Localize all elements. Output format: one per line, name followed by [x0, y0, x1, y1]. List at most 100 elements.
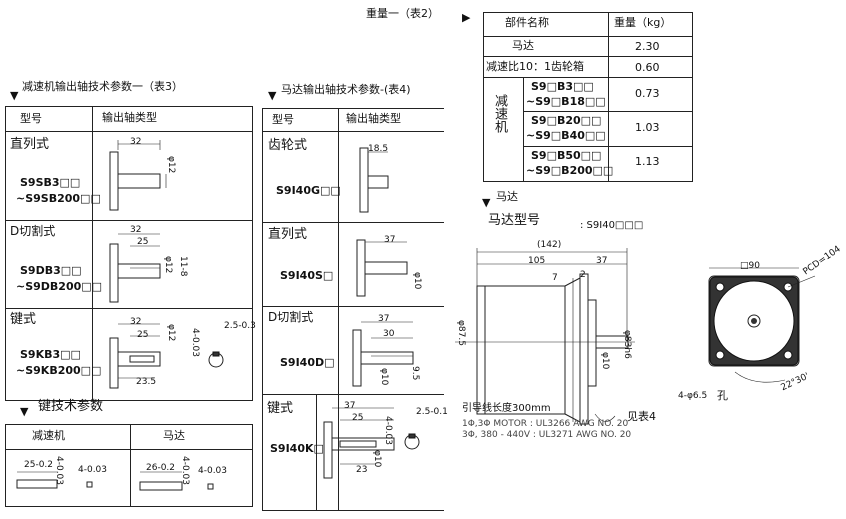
dim-dia-body: φ87.5 [456, 320, 466, 346]
reducer-key-length: 25-0.2 [24, 460, 54, 470]
motor-type-dcut: D切割式 [268, 310, 314, 324]
dim-7: 7 [552, 273, 558, 283]
dim-dia-shaft: φ10 [600, 352, 610, 370]
dim-37: 37 [384, 235, 396, 245]
dim-key-width: 4-0.03 [383, 416, 393, 446]
spec-line-1: 1Φ,3Φ MOTOR : UL3266 AWG NO. 20 [462, 419, 629, 429]
col-part-name: 部件名称 [505, 16, 549, 29]
dim-overall: (142) [537, 240, 562, 250]
reducer-row-2-model-b: ~S9□B40□□ [526, 129, 606, 142]
dim-37: 37 [378, 314, 390, 324]
dim-dia10: φ10 [412, 272, 422, 290]
reducer-row-3-model-b: ~S9□B200□□ [526, 164, 614, 177]
row-motor-label: 马达 [512, 39, 534, 52]
motor-type-key: 键式 [267, 401, 294, 416]
dim-key-depth: 2.5-0.3 [224, 321, 256, 331]
reducer-model-inline-b: ~S9SB200□□ [16, 192, 101, 205]
bullet-triangle-icon: ▼ [482, 196, 491, 209]
reducer-key-drawing [16, 471, 93, 489]
reducer-col-shaft: 输出轴类型 [102, 111, 157, 124]
reducer-key-height: 4-0.03 [54, 456, 64, 486]
lead-wire-length: 引导线长度300mm [462, 403, 551, 414]
motor-type-gear: 齿轮式 [268, 138, 308, 153]
reducer-model-dcut-a: S9DB3□□ [20, 264, 82, 277]
dim-shaft: 37 [596, 256, 608, 266]
dim-32: 32 [130, 317, 142, 327]
row-gearbox-value: 0.60 [635, 61, 660, 74]
motor-key-shaft-drawing [323, 407, 420, 479]
weight-table-title: 重量一（表2） [366, 7, 439, 20]
key-table [5, 424, 253, 507]
reducer-model-key-a: S9KB3□□ [20, 348, 81, 361]
dim-37: 37 [344, 401, 356, 411]
dim-body: 105 [528, 256, 546, 266]
motor-gear-shaft-drawing [359, 147, 389, 213]
reducer-row-1-value: 0.73 [635, 87, 660, 100]
dim-dia-pilot: φ83h6 [622, 330, 632, 359]
motor-inline-shaft-drawing [356, 239, 408, 297]
weight-table [483, 12, 693, 182]
reducer-label: 减速机 [492, 94, 507, 133]
dim-25: 25 [137, 330, 149, 340]
reducer-model-inline-a: S9SB3□□ [20, 176, 81, 189]
motor-key-width: 4-0.03 [198, 466, 228, 476]
dim-25: 25 [352, 413, 364, 423]
motor-model-gear: S9I40G□□ [276, 184, 341, 197]
key-table-title: 键技术参数 [38, 399, 104, 414]
motor-type-inline: 直列式 [268, 227, 308, 242]
reducer-type-inline: 直列式 [10, 137, 50, 152]
motor-model-key: S9I40K□ [270, 442, 324, 455]
dim-key-width: 4-0.03 [190, 328, 200, 358]
dim-dia12: φ12 [166, 324, 176, 342]
motor-model-value: : S9I40□□□ [580, 220, 644, 231]
reducer-type-dcut: D切割式 [10, 224, 56, 238]
motor-shaft-table [262, 108, 444, 511]
dim-25: 25 [137, 237, 149, 247]
col-weight: 重量（kg） [614, 16, 672, 29]
motor-model-dcut: S9I40D□ [280, 356, 335, 369]
dim-23: 23 [356, 465, 368, 475]
reducer-row-1-model-a: S9□B3□□ [531, 80, 594, 93]
dim-2: 2 [580, 270, 586, 280]
motor-dcut-shaft-drawing [352, 321, 414, 387]
row-gearbox-label: 减速比10：1齿轮箱 [486, 60, 584, 73]
row-motor-value: 2.30 [635, 40, 660, 53]
dim-key-depth: 2.5-0.1 [416, 407, 448, 417]
motor-model-label: 马达型号 [488, 213, 541, 228]
see-table-4: 见表4 [627, 410, 656, 423]
reducer-col-model: 型号 [20, 112, 42, 125]
bullet-triangle-icon: ▶ [462, 11, 471, 24]
bullet-triangle-icon: ▼ [268, 89, 277, 102]
reducer-row-2-value: 1.03 [635, 121, 660, 134]
dim-11: 11-8 [178, 256, 188, 277]
dim-square: □90 [740, 261, 760, 271]
dim-dia10: φ10 [379, 368, 389, 386]
reducer-row-3-value: 1.13 [635, 155, 660, 168]
dim-dia12: φ12 [163, 256, 173, 274]
key-col-motor: 马达 [163, 429, 185, 442]
bullet-triangle-icon: ▼ [10, 89, 19, 102]
motor-model-inline: S9I40S□ [280, 269, 334, 282]
reducer-model-dcut-b: ~S9DB200□□ [16, 280, 103, 293]
motor-side-view-drawing [455, 248, 635, 425]
reducer-row-1-model-b: ~S9□B18□□ [526, 95, 606, 108]
reducer-model-key-b: ~S9KB200□□ [16, 364, 102, 377]
dim-dia10: φ10 [372, 450, 382, 468]
dim-9-5: 9.5 [410, 366, 420, 381]
motor-col-model: 型号 [272, 113, 294, 126]
reducer-inline-shaft-drawing [109, 140, 167, 211]
reducer-shaft-table [5, 106, 253, 401]
motor-key-height: 4-0.03 [180, 456, 190, 486]
bullet-triangle-icon: ▼ [20, 405, 29, 418]
hole-label: 孔 [717, 389, 728, 402]
dim-holes: 4-φ6.5 [678, 391, 708, 401]
dim-23-5: 23.5 [136, 377, 157, 387]
reducer-type-key: 键式 [10, 312, 37, 327]
motor-shaft-title: 马达输出轴技术参数-(表4) [281, 83, 411, 96]
dim-32: 32 [130, 137, 142, 147]
motor-front-view-drawing [708, 267, 816, 383]
key-col-reducer: 减速机 [32, 429, 65, 442]
reducer-row-2-model-a: S9□B20□□ [531, 114, 602, 127]
reducer-dcut-shaft-drawing [109, 233, 161, 303]
